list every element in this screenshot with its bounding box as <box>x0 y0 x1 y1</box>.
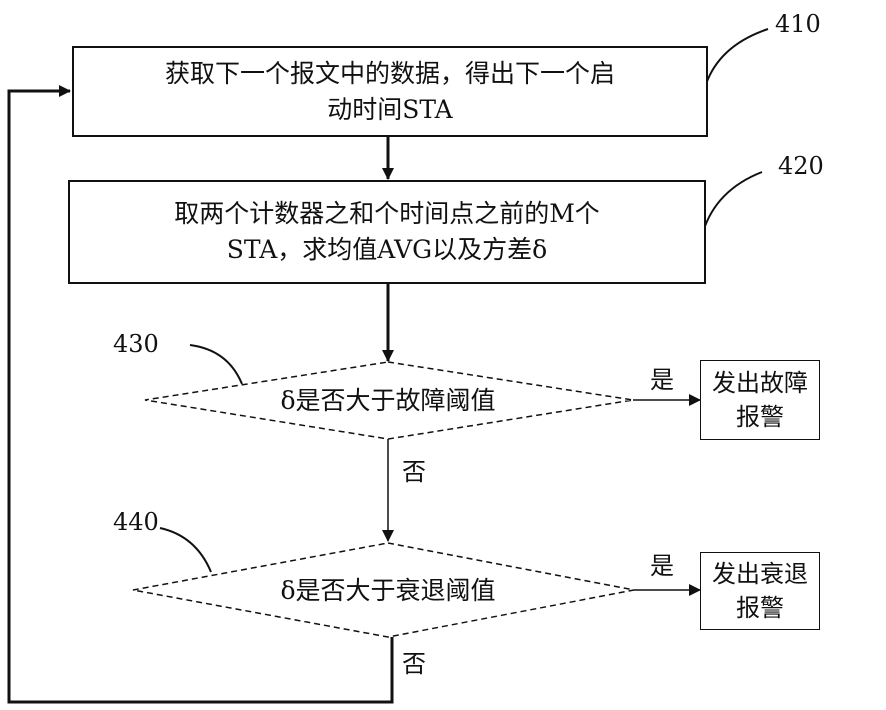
output-fault-line-2: 报警 <box>736 403 784 431</box>
edge-label-430-yes: 是 <box>650 366 674 394</box>
ref-label-440: 440 <box>113 508 159 536</box>
edge-label-440-yes: 是 <box>650 552 674 580</box>
edge-label-430-no: 否 <box>402 458 426 486</box>
ref-label-420: 420 <box>778 152 824 180</box>
leader-420 <box>702 171 763 233</box>
leader-440 <box>159 527 212 573</box>
decision-430-diamond <box>144 361 634 440</box>
decision-430-text: δ是否大于故障阈值 <box>280 386 496 415</box>
output-box-degradation-alarm: 发出衰退 报警 <box>700 552 820 630</box>
ref-label-430: 430 <box>113 330 159 358</box>
process-410-line-1: 获取下一个报文中的数据，得出下一个启 <box>164 58 615 88</box>
ref-label-410: 410 <box>775 10 821 38</box>
process-420-line-2: STA，求均值AVG以及方差δ <box>226 235 548 264</box>
process-box-420: 取两个计数器之和个时间点之前的M个 STA，求均值AVG以及方差δ <box>68 180 706 284</box>
leader-430 <box>189 344 243 385</box>
output-degradation-line-2: 报警 <box>736 594 784 622</box>
process-410-line-2: 动时间STA <box>327 94 453 124</box>
process-box-410: 获取下一个报文中的数据，得出下一个启 动时间STA <box>72 46 708 137</box>
decision-440-text: δ是否大于衰退阈值 <box>280 576 496 605</box>
arrow-440-no-loop <box>7 85 394 704</box>
output-box-fault-alarm: 发出故障 报警 <box>700 360 820 440</box>
output-degradation-line-1: 发出衰退 <box>712 560 808 588</box>
leader-410 <box>705 28 769 85</box>
decision-440-diamond <box>132 542 635 638</box>
output-fault-line-1: 发出故障 <box>712 369 808 397</box>
process-420-line-1: 取两个计数器之和个时间点之前的M个 <box>174 199 600 228</box>
edge-label-440-no: 否 <box>402 650 426 678</box>
